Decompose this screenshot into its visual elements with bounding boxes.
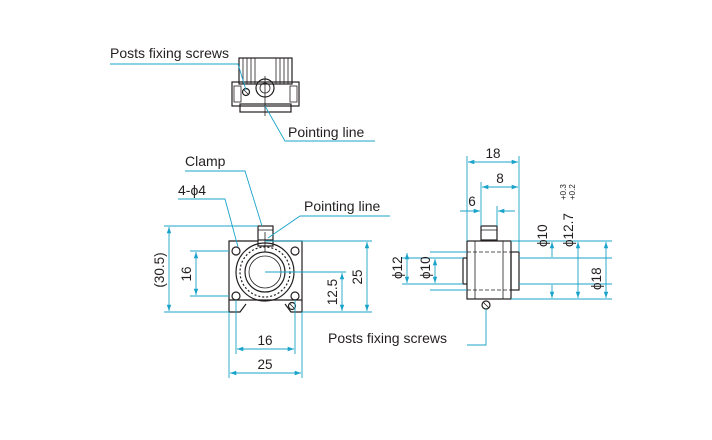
dim-diam-10-left: ϕ10 <box>418 256 433 279</box>
front-view <box>228 225 303 313</box>
dim-height-total: (30.5) <box>152 252 167 287</box>
dim-diam-12-7: ϕ12.7 <box>561 213 576 247</box>
tol-lower: +0.2 <box>568 184 577 200</box>
top-pointing-leader <box>264 105 375 142</box>
side-view <box>462 225 520 310</box>
tol-upper: +0.3 <box>559 184 568 200</box>
side-screws-callout: Posts fixing screws <box>328 330 447 346</box>
dim-length-6: 6 <box>468 194 476 209</box>
side-screws-leader <box>467 309 487 346</box>
holder-base-top <box>239 103 292 113</box>
mount-hole-1 <box>231 246 241 256</box>
dim-width-inner: 16 <box>257 333 272 348</box>
top-screws-callout: Posts fixing screws <box>110 45 229 61</box>
side-clamp-screw <box>480 225 498 241</box>
clamp-leader <box>185 170 263 227</box>
top-view <box>231 57 300 116</box>
dim-diam-10-right: ϕ10 <box>535 224 550 247</box>
dim-length: 18 <box>485 146 500 161</box>
dim-length-8: 8 <box>496 171 504 186</box>
front-dimensions <box>164 225 372 378</box>
front-pointing-leader <box>267 215 390 239</box>
dim-width: 25 <box>257 357 272 372</box>
top-pointing-callout: Pointing line <box>288 124 364 140</box>
front-pointing-callout: Pointing line <box>304 198 380 214</box>
dim-diam-12: ϕ12 <box>390 256 405 279</box>
top-screws-leader <box>110 63 247 91</box>
knurl-pattern <box>242 58 289 84</box>
clamp-callout: Clamp <box>185 153 226 169</box>
mount-hole-4 <box>290 291 300 301</box>
mount-hole-2 <box>290 246 300 256</box>
dim-height-inner: 16 <box>179 266 194 281</box>
knurled-ring <box>238 57 293 85</box>
dim-height: 25 <box>350 269 365 284</box>
side-dimensions <box>402 156 612 300</box>
holder-body-top <box>231 81 300 107</box>
dim-diam-18: ϕ18 <box>589 267 604 290</box>
clamp-screw <box>257 225 274 241</box>
holes-leader <box>178 198 239 248</box>
side-ring <box>510 251 520 291</box>
dim-center-height: 12.5 <box>325 279 340 305</box>
holes-callout: 4-ϕ4 <box>178 182 206 198</box>
mount-hole-3 <box>231 291 241 301</box>
